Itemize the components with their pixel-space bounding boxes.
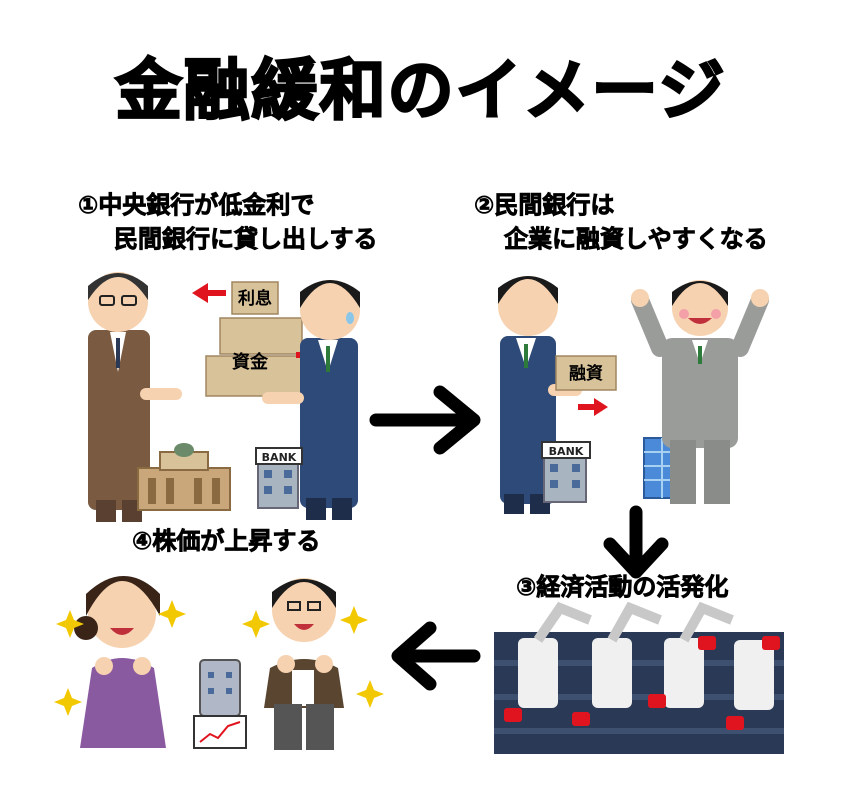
worker-figure — [631, 280, 769, 504]
step-1-line2: 民間銀行に貸し出しする — [114, 225, 378, 254]
bank-sign-1: BANK — [262, 451, 297, 464]
flow-arrow-left-icon — [391, 621, 481, 691]
red-arrow-loan-icon — [578, 398, 608, 416]
flow-arrow-right-icon — [369, 385, 481, 455]
flow-arrow-down-icon — [603, 505, 669, 579]
red-arrow-interest-icon — [192, 283, 226, 303]
happy-woman-figure — [74, 576, 166, 748]
page-title: 金融緩和のイメージ — [114, 52, 727, 129]
happy-man-figure — [264, 578, 344, 750]
step-2-caption: ②民間銀行は 企業に融資しやすくなる — [474, 188, 769, 256]
factory-conveyor-icon — [494, 601, 784, 754]
interest-label: 利息 — [238, 288, 272, 309]
step-4-line1: ④株価が上昇する — [132, 527, 321, 556]
step-1-line1: ①中央銀行が低金利で — [78, 191, 315, 220]
bank-building-icon-2: BANK — [541, 441, 591, 503]
step-4-caption: ④株価が上昇する — [132, 524, 321, 558]
private-banker-figure-2 — [498, 276, 582, 514]
bank-sign-2: BANK — [549, 445, 584, 458]
sparkle-icons — [54, 600, 384, 716]
central-banker-figure — [88, 272, 182, 522]
step-2-line1: ②民間銀行は — [474, 191, 615, 220]
loan-label: 融資 — [569, 364, 603, 384]
private-banker-figure — [262, 280, 360, 520]
central-bank-building-icon — [137, 443, 231, 511]
loan-box-icon: 融資 — [555, 355, 617, 391]
bank-building-icon-1: BANK — [255, 447, 303, 509]
step-3-caption: ③経済活動の活発化 — [516, 570, 729, 604]
money-stack-icon: 利息 資金 — [205, 281, 303, 397]
capital-label: 資金 — [232, 351, 269, 373]
step-3-line1: ③経済活動の活発化 — [516, 573, 729, 602]
stock-chart-monitor-icon — [193, 659, 247, 749]
step-2-line2: 企業に融資しやすくなる — [504, 225, 769, 254]
step-1-caption: ①中央銀行が低金利で 民間銀行に貸し出しする — [78, 188, 378, 256]
